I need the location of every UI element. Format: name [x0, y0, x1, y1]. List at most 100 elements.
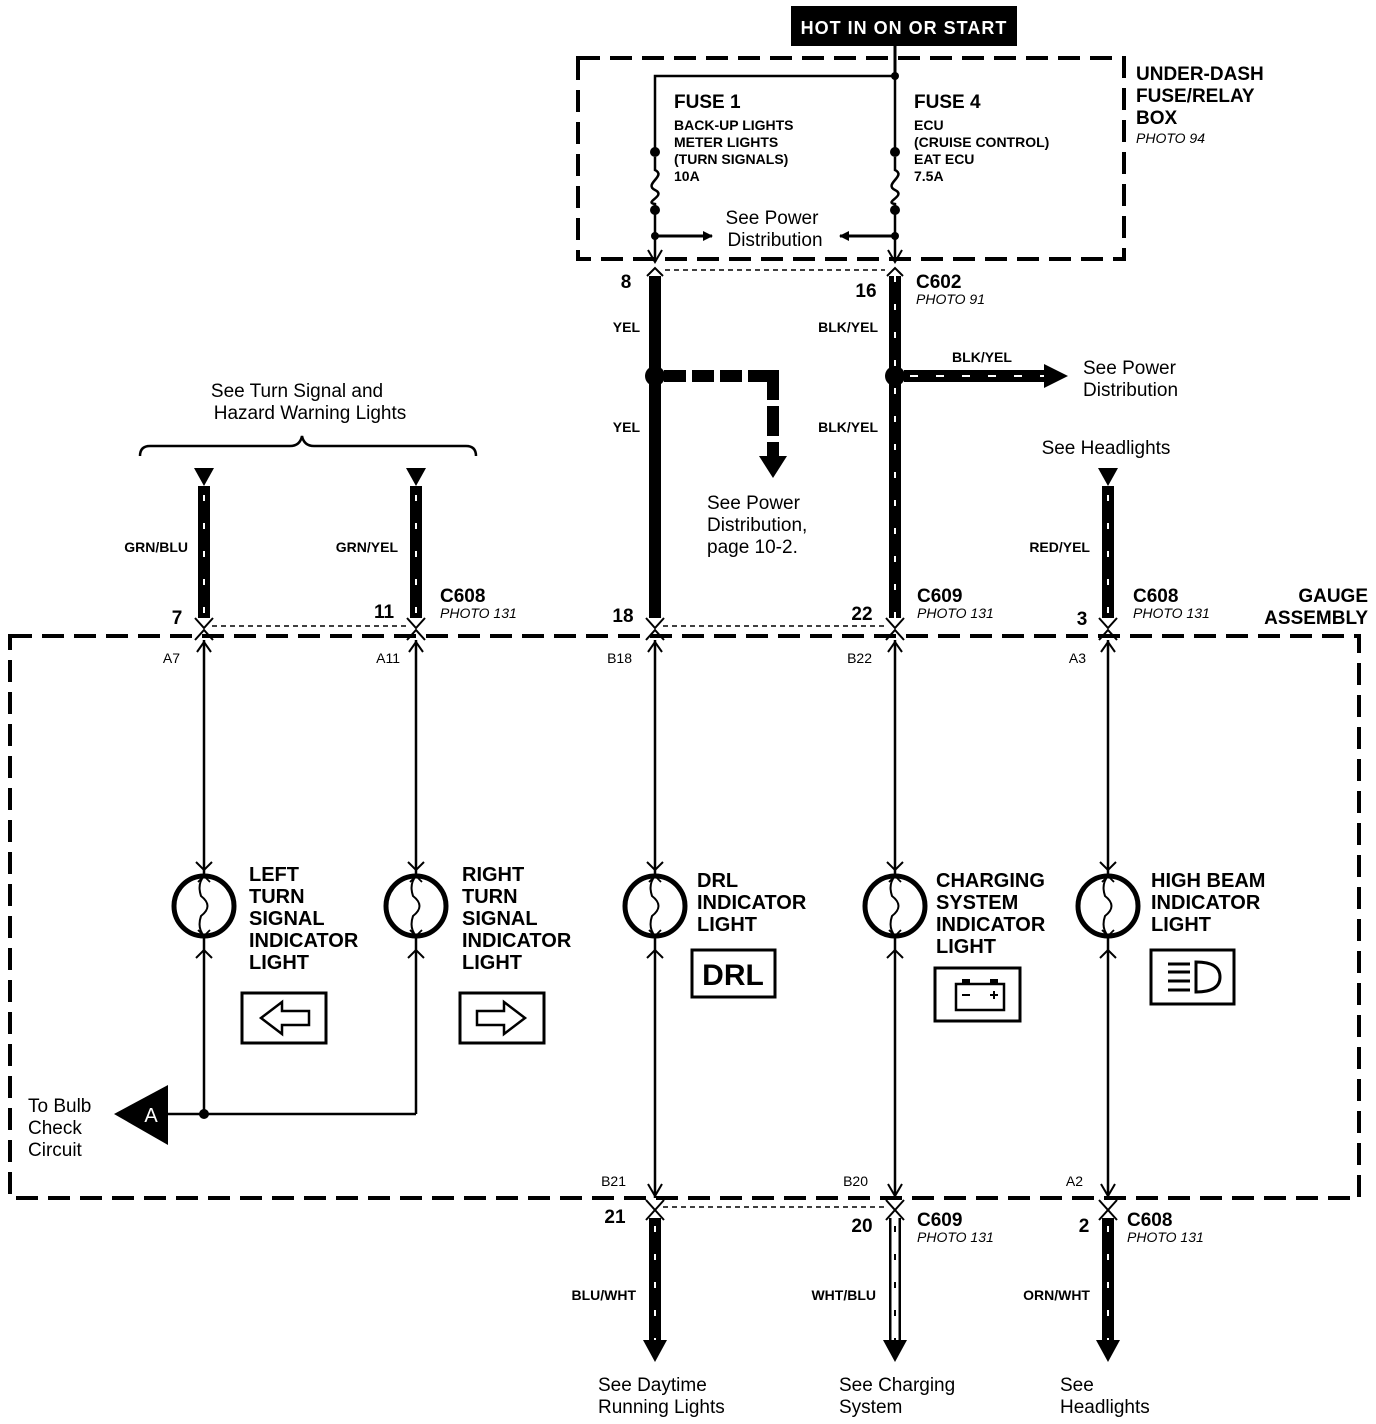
svg-text:PHOTO 94: PHOTO 94: [1136, 130, 1205, 146]
svg-text:LIGHT: LIGHT: [697, 914, 757, 936]
svg-text:A3: A3: [1069, 650, 1086, 666]
right-arrow-icon: [458, 991, 546, 1045]
battery-icon: [933, 966, 1022, 1023]
svg-text:(CRUISE CONTROL): (CRUISE CONTROL): [914, 134, 1049, 150]
svg-text:BLK/YEL: BLK/YEL: [952, 349, 1012, 365]
svg-text:FUSE 4: FUSE 4: [914, 92, 981, 113]
svg-text:SIGNAL: SIGNAL: [462, 908, 538, 930]
svg-text:7: 7: [172, 608, 183, 629]
svg-text:C608: C608: [440, 586, 485, 607]
svg-text:3: 3: [1077, 609, 1088, 630]
connector-c608-bottom: 2 C608 PHOTO 131: [1079, 1210, 1204, 1245]
svg-text:16: 16: [855, 281, 876, 302]
svg-text:HIGH BEAM: HIGH BEAM: [1151, 870, 1265, 892]
svg-text:RED/YEL: RED/YEL: [1029, 539, 1090, 555]
svg-text:DRL: DRL: [702, 959, 764, 992]
bulb-check-marker: [114, 1085, 168, 1145]
connector-c608-top-right: 3 C608 PHOTO 131: [1077, 586, 1210, 630]
charging-label: CHARGING SYSTEM INDICATOR LIGHT: [936, 870, 1046, 958]
svg-text:BACK-UP LIGHTS: BACK-UP LIGHTS: [674, 117, 794, 133]
gauge-assembly-outline: [8, 634, 1361, 1200]
svg-text:LIGHT: LIGHT: [1151, 914, 1211, 936]
svg-text:7.5A: 7.5A: [914, 168, 944, 184]
svg-text:LIGHT: LIGHT: [462, 952, 522, 974]
svg-text:CHARGING: CHARGING: [936, 870, 1045, 892]
svg-text:A2: A2: [1066, 1173, 1083, 1189]
bulb-check-marker-label: A: [144, 1105, 158, 1127]
svg-text:BOX: BOX: [1136, 108, 1178, 129]
connector-c609-top: 18 22 C609 PHOTO 131: [612, 586, 993, 627]
svg-text:METER LIGHTS: METER LIGHTS: [674, 134, 778, 150]
svg-text:PHOTO 131: PHOTO 131: [440, 605, 517, 621]
svg-text:DRL: DRL: [697, 870, 738, 892]
svg-text:B22: B22: [847, 650, 872, 666]
svg-text:FUSE/RELAY: FUSE/RELAY: [1136, 86, 1255, 107]
svg-text:FUSE 1: FUSE 1: [674, 92, 741, 113]
connector-c608-top-left: 7 11 C608 PHOTO 131: [172, 586, 517, 629]
fuse-box-outline: [576, 56, 1126, 261]
fuse-box-title: UNDER-DASH FUSE/RELAY BOX PHOTO 94: [1136, 64, 1264, 146]
high-beam-icon: [1149, 948, 1236, 1006]
svg-text:20: 20: [851, 1216, 872, 1237]
svg-text:BLK/YEL: BLK/YEL: [818, 419, 878, 435]
svg-text:See Power: See Power: [707, 493, 801, 514]
svg-text:LEFT: LEFT: [249, 864, 299, 886]
svg-text:11: 11: [374, 602, 395, 623]
svg-text:INDICATOR: INDICATOR: [462, 930, 572, 952]
svg-text:PHOTO 131: PHOTO 131: [1133, 605, 1210, 621]
svg-text:GAUGE: GAUGE: [1298, 586, 1368, 607]
svg-text:B21: B21: [601, 1173, 626, 1189]
svg-text:10A: 10A: [674, 168, 700, 184]
drl-bulb: [622, 861, 688, 959]
left-turn-bulb: [171, 861, 237, 959]
drl-label: DRL INDICATOR LIGHT: [697, 870, 807, 936]
svg-text:B18: B18: [607, 650, 632, 666]
svg-text:Running Lights: Running Lights: [598, 1397, 725, 1418]
svg-text:B20: B20: [843, 1173, 868, 1189]
svg-text:YEL: YEL: [613, 319, 641, 335]
svg-text:PHOTO 91: PHOTO 91: [916, 291, 985, 307]
connector-c609-bottom: 21 20 C609 PHOTO 131: [604, 1207, 993, 1245]
power-source-label: HOT IN ON OR START: [801, 18, 1008, 38]
svg-text:INDICATOR: INDICATOR: [936, 914, 1046, 936]
svg-text:C609: C609: [917, 1210, 962, 1231]
svg-text:C602: C602: [916, 272, 961, 293]
right-turn-label: RIGHT TURN SIGNAL INDICATOR LIGHT: [462, 864, 572, 974]
svg-text:YEL: YEL: [613, 419, 641, 435]
svg-text:Check: Check: [28, 1118, 82, 1139]
svg-text:INDICATOR: INDICATOR: [697, 892, 807, 914]
power-source-box: [791, 6, 1017, 46]
svg-text:Distribution: Distribution: [727, 230, 822, 251]
svg-text:18: 18: [612, 606, 633, 627]
svg-text:WHT/BLU: WHT/BLU: [811, 1287, 876, 1303]
svg-text:Headlights: Headlights: [1060, 1397, 1150, 1418]
svg-text:See Daytime: See Daytime: [598, 1375, 707, 1396]
svg-text:page 10-2.: page 10-2.: [707, 537, 798, 558]
right-turn-bulb: [383, 861, 449, 959]
svg-text:A7: A7: [163, 650, 180, 666]
svg-text:ECU: ECU: [914, 117, 944, 133]
charging-bulb: [862, 861, 928, 959]
svg-text:A11: A11: [376, 650, 400, 666]
svg-text:Circuit: Circuit: [28, 1140, 83, 1161]
left-turn-label: LEFT TURN SIGNAL INDICATOR LIGHT: [249, 864, 359, 974]
svg-text:GRN/BLU: GRN/BLU: [124, 539, 188, 555]
svg-text:See Power: See Power: [1083, 358, 1177, 379]
svg-text:BLU/WHT: BLU/WHT: [571, 1287, 636, 1303]
svg-text:C609: C609: [917, 586, 962, 607]
svg-text:See Charging: See Charging: [839, 1375, 955, 1396]
svg-text:C608: C608: [1127, 1210, 1172, 1231]
svg-text:Distribution: Distribution: [1083, 380, 1178, 401]
drl-bottom-ref: See Daytime Running Lights: [598, 1375, 725, 1418]
svg-text:8: 8: [621, 272, 632, 293]
high-beam-label: HIGH BEAM INDICATOR LIGHT: [1151, 870, 1265, 936]
svg-text:INDICATOR: INDICATOR: [249, 930, 359, 952]
svg-text:PHOTO 131: PHOTO 131: [917, 605, 994, 621]
svg-text:GRN/YEL: GRN/YEL: [336, 539, 399, 555]
connector-c602: 8 16 C602 PHOTO 91: [621, 272, 985, 307]
svg-text:SIGNAL: SIGNAL: [249, 908, 325, 930]
svg-text:TURN: TURN: [462, 886, 518, 908]
gauge-assembly-title: GAUGE ASSEMBLY: [1264, 586, 1368, 629]
svg-text:See: See: [1060, 1375, 1094, 1396]
